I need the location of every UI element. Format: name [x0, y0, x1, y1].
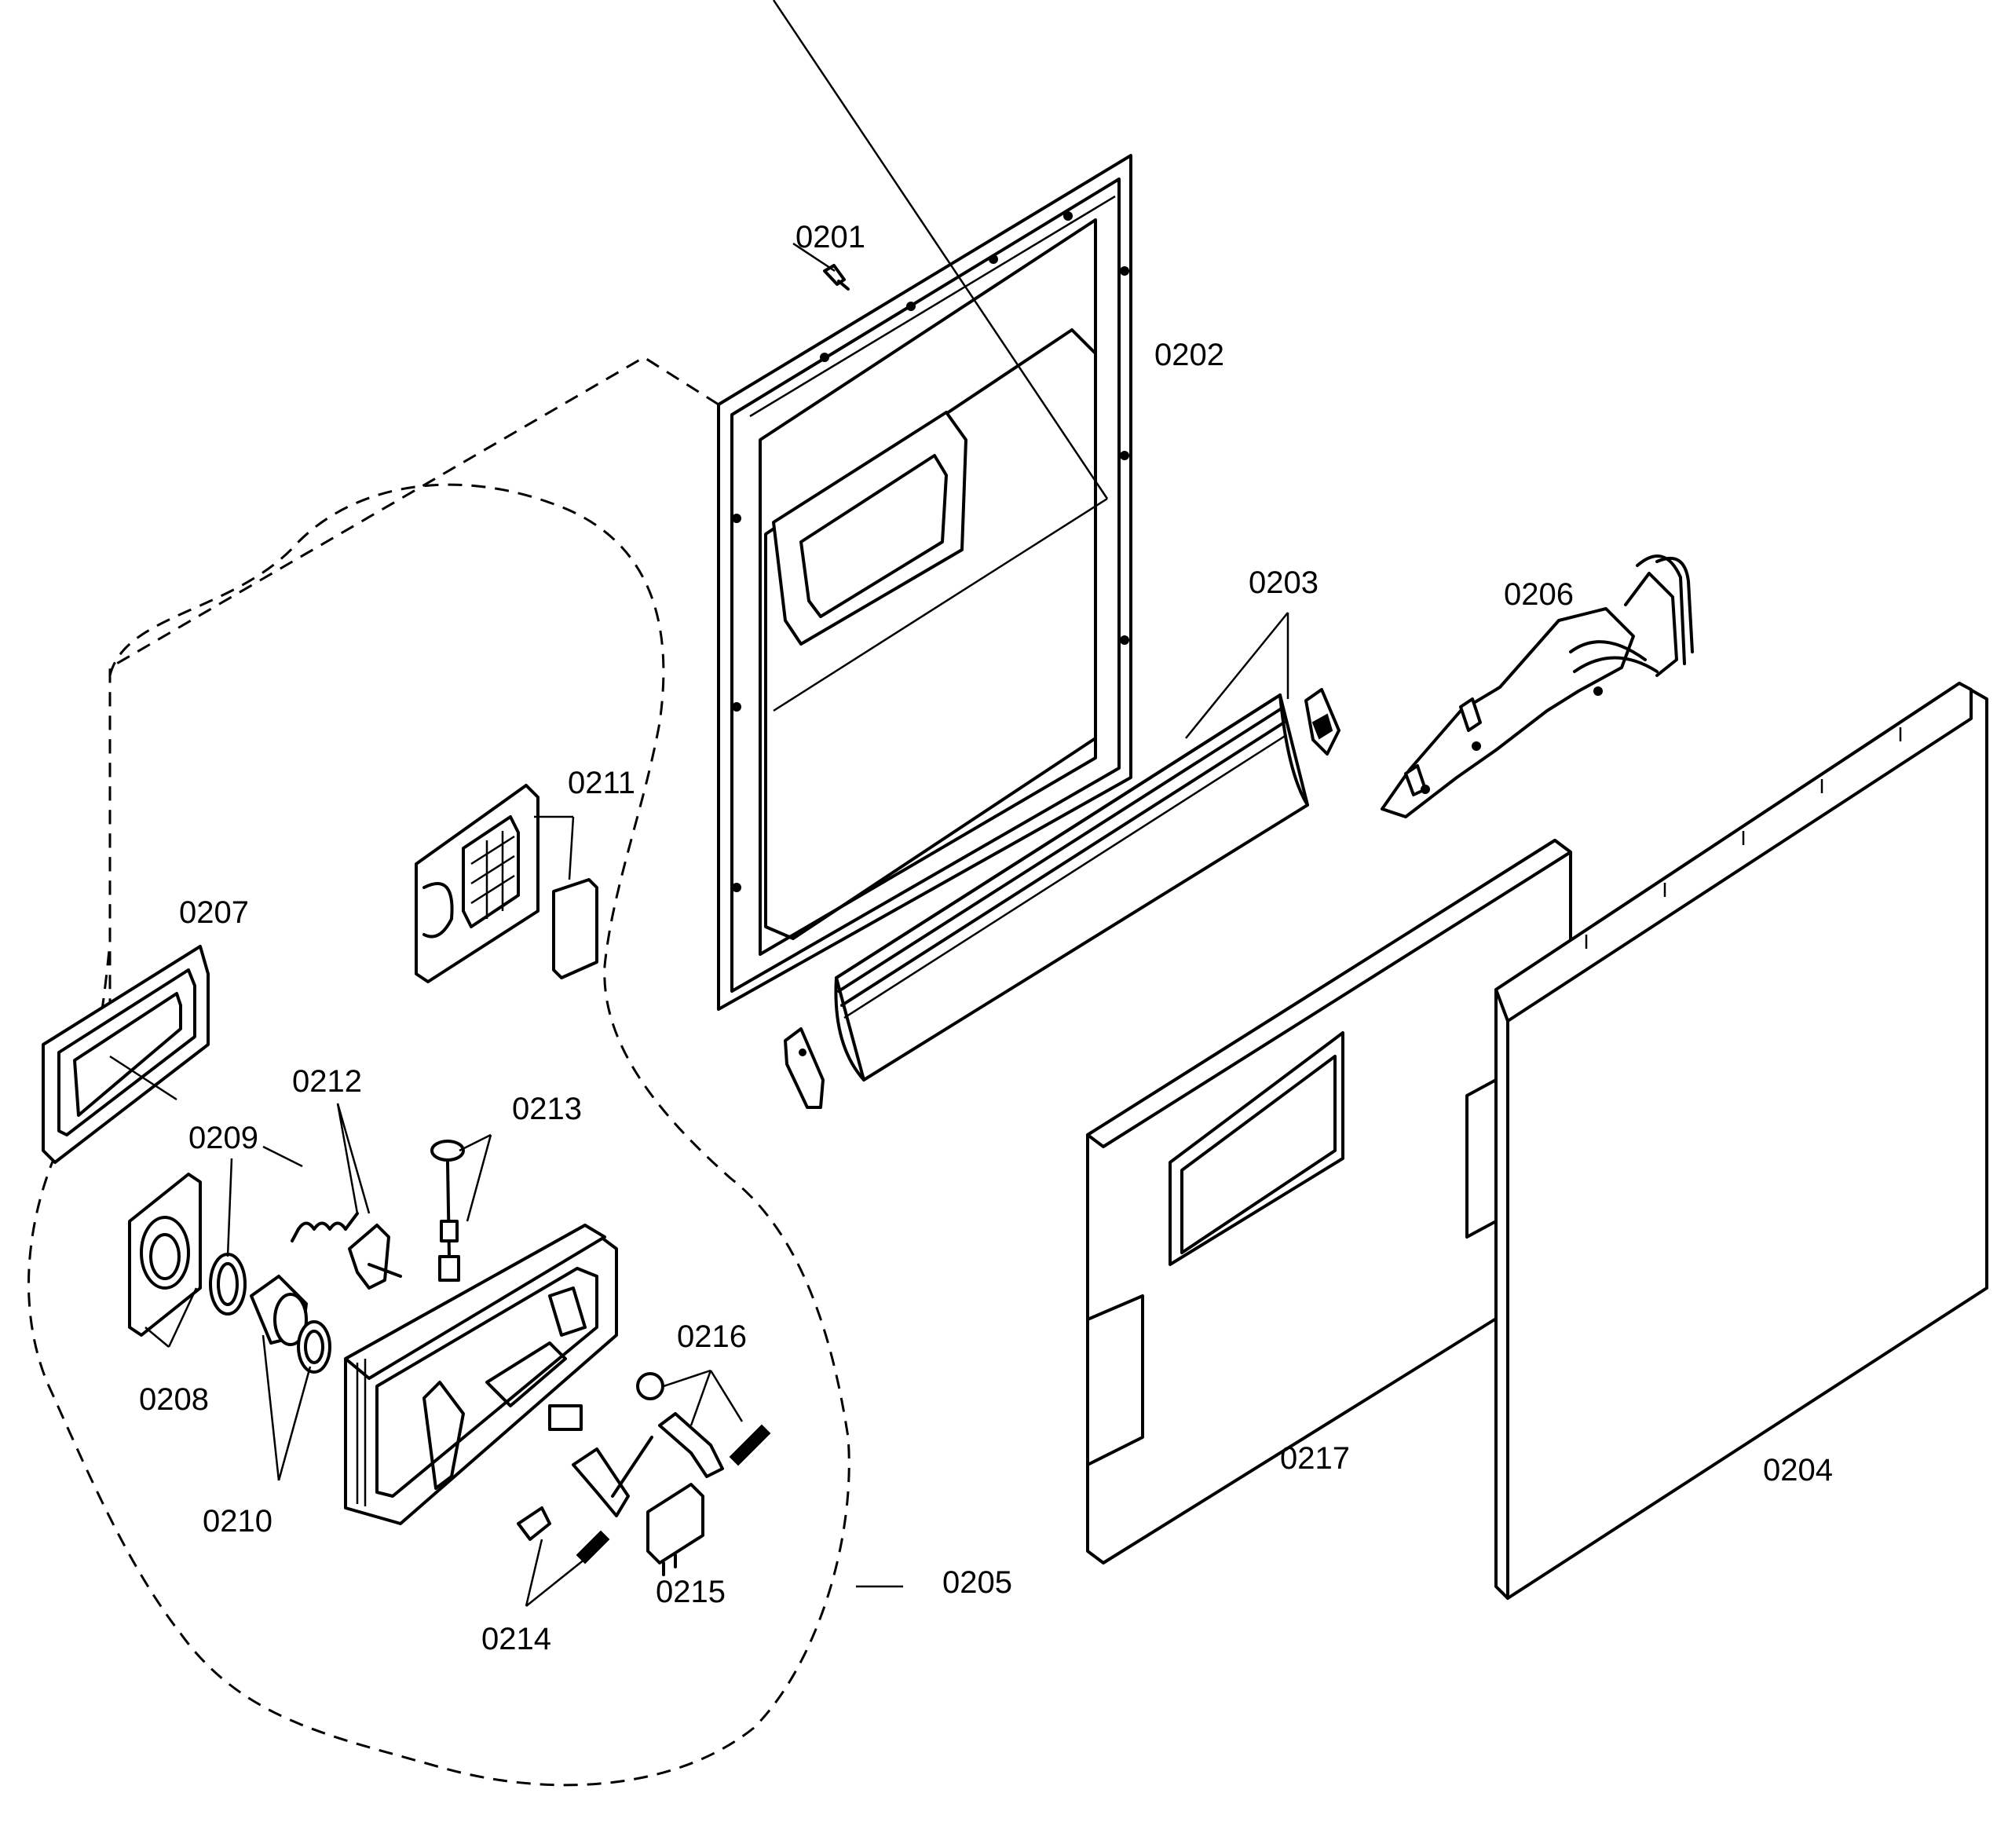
- dispenser-lid: [128, 1173, 202, 1337]
- micro-switch: [646, 1483, 704, 1576]
- label-0211: 0211: [568, 766, 635, 800]
- label-0202: 0202: [1154, 338, 1224, 372]
- leader-lines: [109, 242, 1289, 1607]
- dispenser-assembly-boundary: [27, 483, 850, 1787]
- door-gasket-strip: [834, 693, 1309, 1081]
- part-labels: 0201 0202 0203 0206 0211 0207 0212 0213 …: [139, 220, 1833, 1656]
- release-mechanism: [636, 1372, 771, 1478]
- latch-parts: [517, 1436, 653, 1564]
- spring-and-lever: [291, 1212, 402, 1290]
- rinse-aid-cover: [415, 784, 539, 983]
- cap-assembly: [250, 1275, 331, 1374]
- label-0207: 0207: [179, 895, 249, 930]
- label-0208: 0208: [139, 1382, 209, 1417]
- assembly-leader-line: [108, 356, 719, 1005]
- label-0205: 0205: [942, 1565, 1012, 1600]
- hinge-cable-arm: [1381, 554, 1694, 818]
- float-pin: [430, 1140, 465, 1282]
- outer-door-panel: [1465, 682, 1988, 1600]
- screw: [823, 264, 850, 291]
- label-0206: 0206: [1504, 577, 1574, 612]
- label-0203: 0203: [1249, 565, 1319, 600]
- dispenser-housing: [344, 1224, 618, 1525]
- label-0213: 0213: [512, 1092, 582, 1126]
- dispenser-gasket-frame: [42, 945, 210, 1164]
- label-0217: 0217: [1280, 1441, 1350, 1476]
- inner-door-liner: [717, 0, 1132, 1011]
- label-0210: 0210: [203, 1504, 272, 1539]
- gasket-hinge-bracket: [784, 1027, 825, 1109]
- label-0215: 0215: [656, 1575, 726, 1609]
- label-0209: 0209: [188, 1121, 258, 1155]
- label-0201: 0201: [796, 220, 865, 254]
- outer-door-frame-panel: [1086, 839, 1572, 1564]
- label-0204: 0204: [1763, 1453, 1833, 1488]
- gasket-clip: [1304, 688, 1340, 756]
- label-0216: 0216: [677, 1319, 747, 1354]
- label-0212: 0212: [292, 1064, 362, 1099]
- rinse-aid-window: [552, 878, 598, 979]
- label-0214: 0214: [481, 1622, 551, 1656]
